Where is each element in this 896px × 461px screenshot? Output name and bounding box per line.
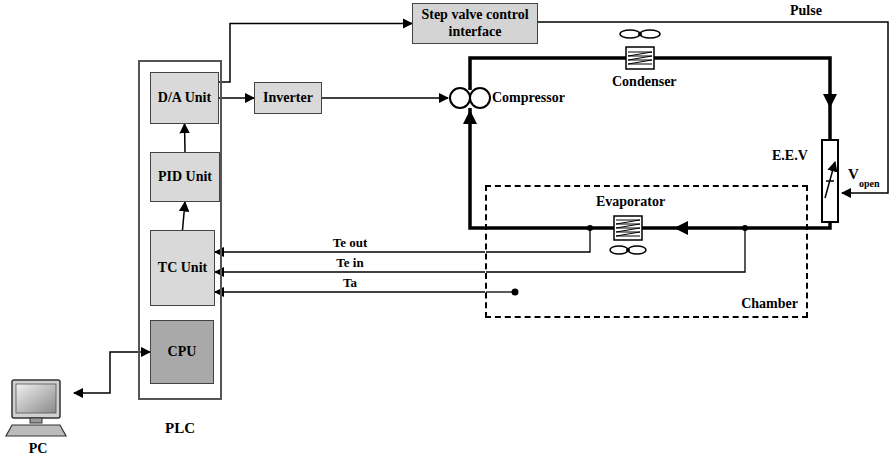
box-label: Inverter <box>260 90 316 106</box>
region-label: PLC <box>165 420 195 437</box>
box-label: CPU <box>165 344 200 360</box>
unit-box: PID Unit <box>150 152 220 202</box>
region-label: PC <box>2 441 74 457</box>
box-label: Step valve control interface <box>413 7 537 39</box>
signal-connector <box>183 202 186 230</box>
flow-arrow <box>674 221 688 235</box>
part-name: Evaporator <box>596 194 665 209</box>
sensor-wire <box>486 228 590 252</box>
signal-connector <box>184 124 186 152</box>
part-name: E.E.V <box>772 148 808 163</box>
pc-screen <box>16 384 56 413</box>
control-wire <box>322 97 448 99</box>
fan-hub <box>638 32 642 36</box>
evaporator-coil <box>614 216 642 240</box>
signal-name: Ta <box>341 276 359 290</box>
interface-box: Step valve control interface <box>412 3 538 44</box>
plc-housing: D/A UnitPID UnitTC UnitCPUPLC <box>138 60 222 400</box>
unit-box: D/A Unit <box>150 72 219 124</box>
compressor-symbol <box>450 88 470 108</box>
flow-arrow <box>463 110 477 124</box>
pc-node: PC <box>2 376 74 458</box>
box-label: PID Unit <box>155 169 215 185</box>
signal-subscript: open <box>859 178 880 189</box>
coil-winding <box>616 220 640 236</box>
fan-blade <box>620 30 640 38</box>
coil-winding <box>628 52 652 64</box>
signal-name: Te in <box>334 256 365 270</box>
expansion-valve <box>822 140 838 222</box>
box-label: TC Unit <box>155 260 210 276</box>
signal-name: V <box>848 166 859 183</box>
refrigerant-pipe <box>470 108 830 228</box>
signal-connector <box>215 291 485 293</box>
valve-symbol <box>825 162 835 198</box>
part-name: Compressor <box>492 90 565 105</box>
unit-box: TC Unit <box>150 230 215 306</box>
pc-monitor <box>12 380 60 418</box>
flow-arrow <box>823 94 837 108</box>
part-name: Condenser <box>612 74 677 89</box>
fan-blade <box>640 30 660 38</box>
box-label: D/A Unit <box>155 90 214 106</box>
signal-name: Pulse <box>790 3 822 18</box>
compressor-symbol <box>470 88 490 108</box>
sensor-wire <box>486 228 745 272</box>
refrigerant-pipe <box>470 58 830 140</box>
fan-blade <box>628 246 646 254</box>
signal-connector <box>215 251 485 253</box>
region-label: Chamber <box>741 296 798 312</box>
sensor-wire <box>486 291 512 292</box>
signal-name: Te out <box>331 236 370 250</box>
fan-hub <box>626 248 630 252</box>
pc-stand <box>30 418 42 423</box>
signal-connector <box>215 271 485 273</box>
pc-keyboard <box>6 425 66 436</box>
sensor-point <box>512 289 519 296</box>
inverter-box: Inverter <box>254 82 322 114</box>
pulse-wire <box>530 22 888 193</box>
signal-connector <box>219 97 254 99</box>
valve-symbol <box>826 180 834 182</box>
cpu-box: CPU <box>150 320 214 384</box>
fan-blade <box>610 246 628 254</box>
condenser-coil <box>626 47 654 69</box>
signal-connector <box>219 24 412 83</box>
